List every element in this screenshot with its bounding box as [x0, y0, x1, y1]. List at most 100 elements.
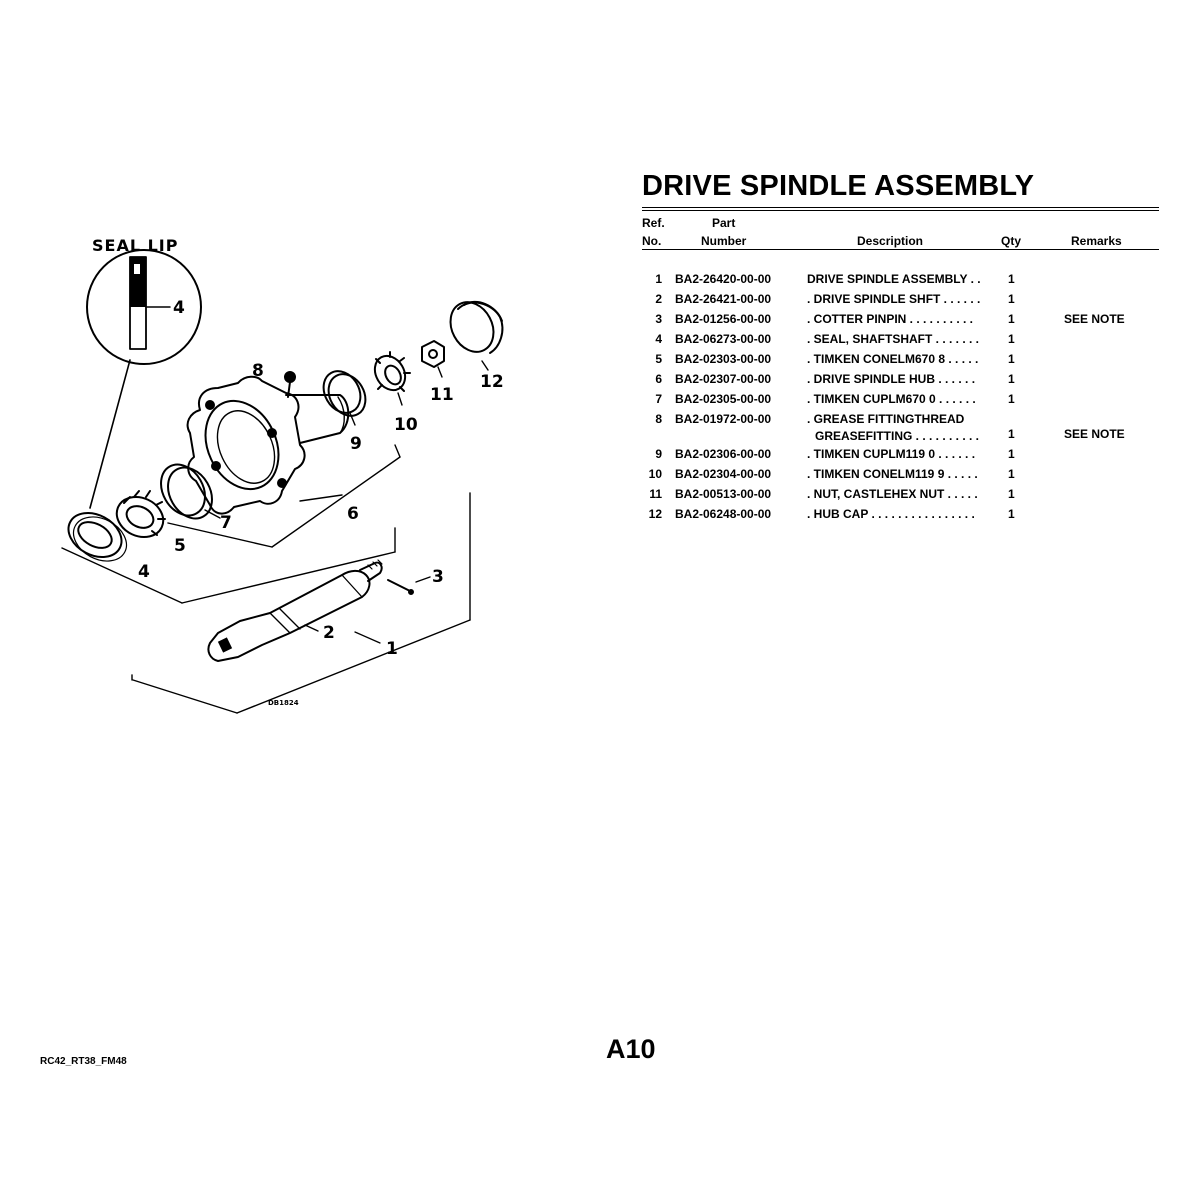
row-qty: 1: [1008, 392, 1015, 406]
row-description: . TIMKEN CONELM119 9 . . . . .: [807, 467, 978, 481]
row-description: DRIVE SPINDLE ASSEMBLY . .: [807, 272, 981, 286]
row-part-number: BA2-01256-00-00: [675, 312, 772, 326]
cone-bearing-part-5: [115, 490, 166, 538]
row-description: . TIMKEN CONELM670 8 . . . . .: [807, 352, 979, 366]
row-part-number: BA2-26421-00-00: [675, 292, 772, 306]
row-part-number: BA2-26420-00-00: [675, 272, 772, 286]
header-ref-line1: Ref.: [642, 216, 665, 230]
row-qty: 1: [1008, 272, 1015, 286]
cotter-pin-part-3: [387, 576, 431, 595]
callout-4-inset: 4: [173, 298, 185, 318]
exploded-view-diagram: SEAL LIP 4 1 2 3 4 5 6 7 8 9 10 11 12 DB…: [61, 236, 504, 714]
row-description: . COTTER PINPIN . . . . . . . . . .: [807, 312, 974, 326]
table-row: 8 BA2-01972-00-00 . GREASE FITTINGTHREAD…: [642, 412, 1162, 447]
header-part-line2: Number: [701, 234, 747, 248]
row-part-number: BA2-02303-00-00: [675, 352, 772, 366]
assembly-bracket-lines: [61, 444, 471, 714]
table-row: 6 BA2-02307-00-00 . DRIVE SPINDLE HUB . …: [642, 372, 1162, 392]
row-ref: 4: [655, 332, 662, 346]
table-row: 9 BA2-02306-00-00 . TIMKEN CUPLM119 0 . …: [642, 447, 1162, 467]
page-number: A10: [606, 1034, 656, 1064]
row-qty: 1: [1008, 467, 1015, 481]
row-qty: 1: [1008, 312, 1015, 326]
grease-fitting-part-8: [284, 371, 296, 398]
header-ref-line2: No.: [642, 234, 662, 248]
bearing-cup-part-9: [322, 370, 367, 426]
callout-2: 2: [323, 623, 335, 643]
row-ref: 6: [655, 372, 662, 386]
row-ref: 7: [655, 392, 662, 406]
header-part-line1: Part: [712, 216, 736, 230]
drawing-code: DB1824: [268, 699, 299, 707]
row-qty: 1: [1008, 292, 1015, 306]
table-row: 2 BA2-26421-00-00 . DRIVE SPINDLE SHFT .…: [642, 292, 1162, 312]
row-description: . TIMKEN CUPLM119 0 . . . . . .: [807, 447, 976, 461]
row-ref: 5: [655, 352, 662, 366]
row-description: . GREASE FITTINGTHREAD GREASEFITTING . .…: [807, 412, 979, 443]
callout-8: 8: [252, 361, 264, 381]
row-part-number: BA2-02305-00-00: [675, 392, 772, 406]
seal-lip-label: SEAL LIP: [92, 236, 178, 255]
row-ref: 8: [655, 412, 662, 426]
shaft-seal-part: [67, 511, 128, 562]
callout-7: 7: [220, 513, 232, 533]
row-qty: 1: [1008, 427, 1015, 441]
castle-nut-part-11: [421, 340, 445, 378]
row-part-number: BA2-00513-00-00: [675, 487, 772, 501]
seal-lip-inset: [86, 249, 202, 509]
drive-spindle-shaft-part-2: [207, 559, 383, 662]
row-remarks: SEE NOTE: [1064, 312, 1125, 326]
callout-11: 11: [430, 385, 454, 405]
row-ref: 12: [648, 507, 662, 521]
row-description: . NUT, CASTLEHEX NUT . . . . .: [807, 487, 978, 501]
callout-6: 6: [347, 504, 359, 524]
callout-4: 4: [138, 562, 150, 582]
parts-table: 1 BA2-26420-00-00 DRIVE SPINDLE ASSEMBLY…: [642, 272, 1162, 527]
row-qty: 1: [1008, 332, 1015, 346]
row-part-number: BA2-06248-00-00: [675, 507, 772, 521]
page-title: DRIVE SPINDLE ASSEMBLY: [642, 170, 1035, 202]
cone-bearing-part-10: [373, 351, 411, 406]
table-row: 4 BA2-06273-00-00 . SEAL, SHAFTSHAFT . .…: [642, 332, 1162, 352]
header-description: Description: [857, 234, 924, 248]
row-remarks: SEE NOTE: [1064, 427, 1125, 441]
table-row: 5 BA2-02303-00-00 . TIMKEN CONELM670 8 .…: [642, 352, 1162, 372]
callout-9: 9: [350, 434, 362, 454]
row-part-number: BA2-02307-00-00: [675, 372, 772, 386]
table-row: 1 BA2-26420-00-00 DRIVE SPINDLE ASSEMBLY…: [642, 272, 1162, 292]
footer-code: RC42_RT38_FM48: [40, 1056, 127, 1067]
row-part-number: BA2-06273-00-00: [675, 332, 772, 346]
table-row: 12 BA2-06248-00-00 . HUB CAP . . . . . .…: [642, 507, 1162, 527]
row-qty: 1: [1008, 507, 1015, 521]
title-rule-bottom: [642, 210, 1159, 211]
row-description: . HUB CAP . . . . . . . . . . . . . . . …: [807, 507, 975, 521]
row-part-number: BA2-01972-00-00: [675, 412, 772, 426]
title-rule-top: [642, 207, 1159, 208]
callout-12: 12: [480, 372, 504, 392]
row-description: . DRIVE SPINDLE SHFT . . . . . .: [807, 292, 981, 306]
row-qty: 1: [1008, 352, 1015, 366]
bearing-cup-part-7: [160, 463, 221, 520]
row-part-number: BA2-02306-00-00: [675, 447, 772, 461]
row-ref: 11: [649, 487, 662, 501]
row-qty: 1: [1008, 372, 1015, 386]
table-row: 3 BA2-01256-00-00 . COTTER PINPIN . . . …: [642, 312, 1162, 332]
row-ref: 1: [655, 272, 662, 286]
row-qty: 1: [1008, 447, 1015, 461]
table-row: 7 BA2-02305-00-00 . TIMKEN CUPLM670 0 . …: [642, 392, 1162, 412]
callout-3: 3: [432, 567, 444, 587]
row-qty: 1: [1008, 487, 1015, 501]
header-rule: [642, 249, 1159, 250]
row-description-line2: GREASEFITTING . . . . . . . . . .: [815, 429, 980, 443]
row-description-line1: . GREASE FITTINGTHREAD: [807, 412, 965, 426]
header-remarks: Remarks: [1071, 234, 1122, 248]
header-qty: Qty: [1001, 234, 1022, 248]
row-description: . TIMKEN CUPLM670 0 . . . . . .: [807, 392, 976, 406]
row-ref: 9: [655, 447, 662, 461]
table-row: 11 BA2-00513-00-00 . NUT, CASTLEHEX NUT …: [642, 487, 1162, 507]
row-part-number: BA2-02304-00-00: [675, 467, 772, 481]
row-ref: 2: [655, 292, 662, 306]
row-description: . DRIVE SPINDLE HUB . . . . . .: [807, 372, 976, 386]
row-ref: 3: [655, 312, 662, 326]
hub-cap-part-12: [449, 300, 504, 371]
